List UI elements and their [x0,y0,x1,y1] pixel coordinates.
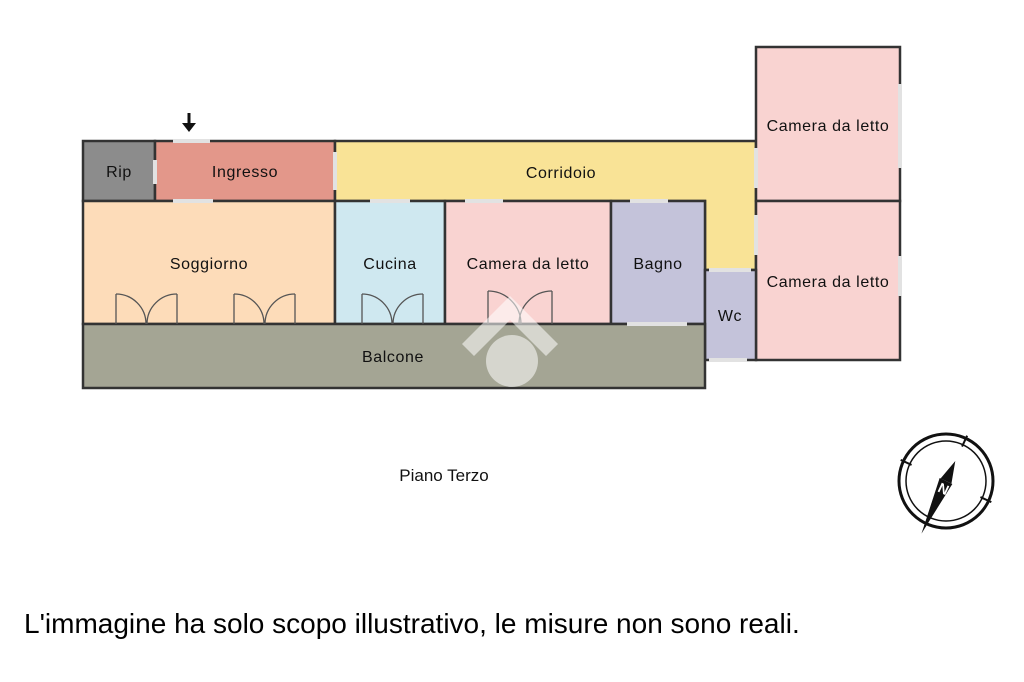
entrance-arrow-icon [182,113,196,132]
door-soggiorno-left [115,293,178,325]
room-bagno [609,199,707,326]
room-wc [703,268,758,362]
room-camera-mid-right [754,199,902,362]
label-bagno: Bagno [633,256,682,273]
room-camera-center [443,199,613,326]
room-balcone [81,322,707,390]
compass-icon: N [897,432,995,534]
label-cucina: Cucina [363,256,416,273]
label-camera-top-right: Camera da letto [767,118,890,135]
label-ingresso: Ingresso [212,164,278,181]
label-corridoio: Corridoio [526,165,596,182]
label-camera-mid-right: Camera da letto [767,274,890,291]
door-soggiorno-right [233,293,296,325]
wall-openings [153,84,902,362]
watermark-logo [462,296,558,387]
room-ingresso [153,139,337,203]
door-cucina [361,293,424,325]
label-balcone: Balcone [362,349,424,366]
balcony-doors [115,290,553,325]
label-soggiorno: Soggiorno [170,256,248,273]
label-wc: Wc [718,308,742,325]
disclaimer-text: L'immagine ha solo scopo illustrativo, l… [24,608,800,639]
floor-label: Piano Terzo [399,466,489,485]
label-ripostiglio: Rip [106,164,132,181]
label-camera-center: Camera da letto [467,256,590,273]
